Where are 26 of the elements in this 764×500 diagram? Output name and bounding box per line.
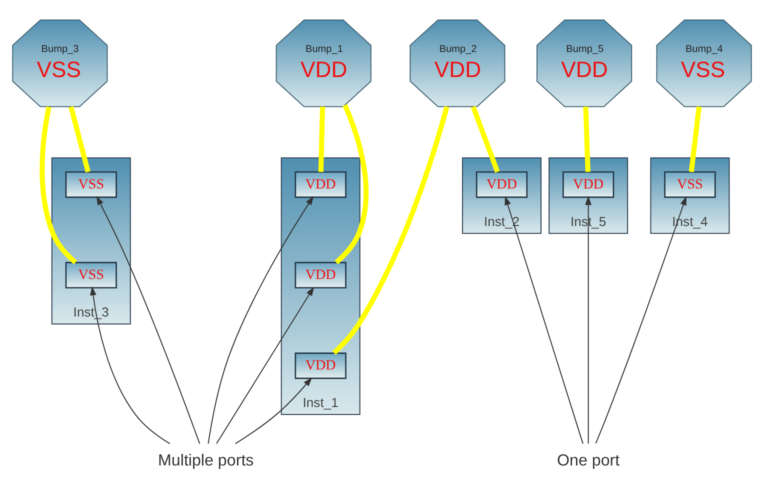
node-box: VSS bbox=[65, 262, 117, 288]
node-text: Multiple ports bbox=[158, 452, 254, 470]
connector bbox=[68, 106, 90, 173]
node-box: VDD bbox=[294, 262, 346, 288]
arrow bbox=[90, 286, 170, 444]
connector bbox=[470, 106, 500, 173]
connector bbox=[318, 106, 326, 172]
node-box: VDD bbox=[562, 171, 614, 198]
node-box: VDD bbox=[294, 171, 346, 198]
arrow bbox=[585, 196, 592, 444]
arrow bbox=[235, 377, 312, 444]
connector bbox=[583, 106, 590, 172]
connector bbox=[332, 106, 450, 355]
node-box: VSS bbox=[65, 171, 117, 198]
node-box: VDD bbox=[294, 352, 346, 379]
connector bbox=[688, 106, 702, 172]
node-box: VDD bbox=[476, 171, 528, 198]
arrow bbox=[96, 196, 200, 444]
connector bbox=[334, 104, 369, 264]
connector bbox=[40, 106, 78, 264]
arrow bbox=[216, 286, 314, 444]
arrow bbox=[208, 196, 314, 444]
node-box: VSS bbox=[664, 171, 716, 198]
arrow bbox=[504, 196, 584, 444]
arrow bbox=[595, 196, 686, 444]
node-text: One port bbox=[557, 452, 620, 470]
